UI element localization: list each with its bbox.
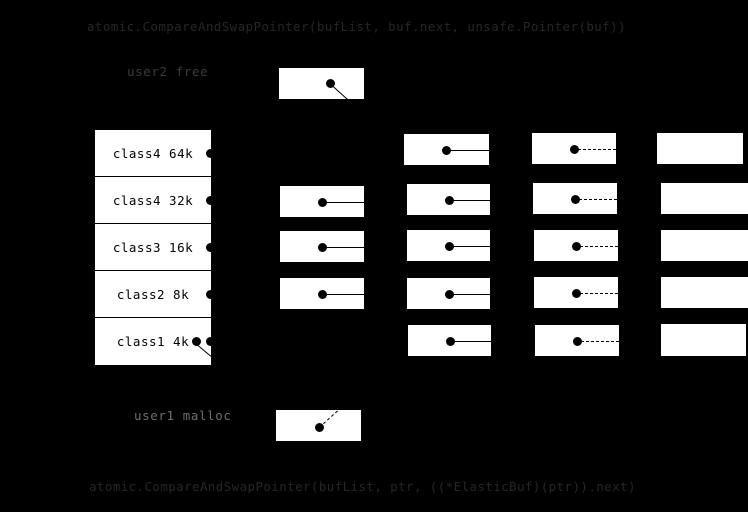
buffer-node[interactable] (408, 325, 491, 356)
buffer-node[interactable] (280, 278, 364, 309)
list-head-dot (206, 242, 215, 252)
node-link-solid (454, 341, 491, 342)
node-link-dashed (580, 293, 618, 294)
node-link-solid (453, 246, 490, 247)
node-pointer-dot (315, 423, 324, 432)
buffer-node[interactable] (404, 134, 489, 165)
buffer-node[interactable] (661, 324, 746, 356)
size-class-table: class4 64k class4 32k class3 16k class2 … (95, 130, 215, 365)
buffer-node[interactable] (661, 183, 748, 214)
list-head-dot (206, 289, 215, 299)
user2-free-node[interactable] (279, 68, 364, 99)
node-pointer-dot (442, 146, 451, 155)
node-pointer-dot (445, 196, 454, 205)
buffer-node[interactable] (534, 277, 618, 308)
buffer-node[interactable] (661, 230, 748, 261)
node-link-dashed (580, 246, 618, 247)
buffer-node[interactable] (535, 325, 619, 356)
node-pointer-dot (571, 195, 580, 204)
user1-malloc-node[interactable] (276, 410, 361, 441)
class1-pointer-dot (192, 337, 201, 346)
node-link-dashed (579, 199, 617, 200)
node-link-solid (326, 294, 364, 295)
class-label: class3 16k (112, 239, 194, 255)
class-label: class4 64k (112, 145, 194, 161)
buffer-node[interactable] (661, 277, 748, 308)
node-pointer-dot (573, 337, 582, 346)
table-row[interactable]: class3 16k (95, 224, 215, 271)
buffer-node[interactable] (533, 183, 617, 214)
node-link-dashed (578, 149, 616, 150)
table-row[interactable]: class2 8k (95, 271, 215, 318)
buffer-node[interactable] (280, 231, 364, 262)
node-pointer-dot (318, 198, 327, 207)
node-link-solid (453, 200, 490, 201)
node-pointer-dot (445, 242, 454, 251)
node-pointer-dot (572, 289, 581, 298)
label-user2-free: user2 free (127, 64, 209, 79)
buffer-node[interactable] (407, 278, 490, 309)
node-pointer-dot (572, 242, 581, 251)
table-row[interactable]: class4 32k (95, 177, 215, 224)
node-link-solid (326, 202, 364, 203)
class-label: class2 8k (116, 286, 190, 302)
buffer-node[interactable] (657, 133, 743, 164)
code-line-top: atomic.CompareAndSwapPointer(bufList, bu… (87, 19, 626, 34)
class-label: class4 32k (112, 192, 194, 208)
buffer-node[interactable] (280, 186, 364, 217)
buffer-node[interactable] (534, 230, 618, 261)
buffer-node[interactable] (532, 133, 616, 164)
table-row[interactable]: class1 4k (95, 318, 215, 365)
node-pointer-dot (318, 243, 327, 252)
node-link-solid (450, 150, 489, 151)
node-link-solid (326, 247, 364, 248)
class-label: class1 4k (116, 334, 190, 349)
buffer-node[interactable] (407, 184, 490, 215)
label-user1-malloc: user1 malloc (134, 408, 232, 423)
list-head-dot (206, 148, 215, 158)
node-pointer-dot (445, 290, 454, 299)
node-link-solid (453, 294, 490, 295)
node-link-dashed (581, 341, 619, 342)
node-pointer-dot (318, 290, 327, 299)
node-pointer-dot (570, 145, 579, 154)
list-head-dot (206, 195, 215, 205)
table-row[interactable]: class4 64k (95, 130, 215, 177)
node-pointer-dot (326, 79, 335, 88)
code-line-bottom: atomic.CompareAndSwapPointer(bufList, pt… (89, 479, 636, 494)
list-head-dot (206, 337, 215, 346)
node-pointer-dot (446, 337, 455, 346)
buffer-node[interactable] (407, 230, 490, 261)
